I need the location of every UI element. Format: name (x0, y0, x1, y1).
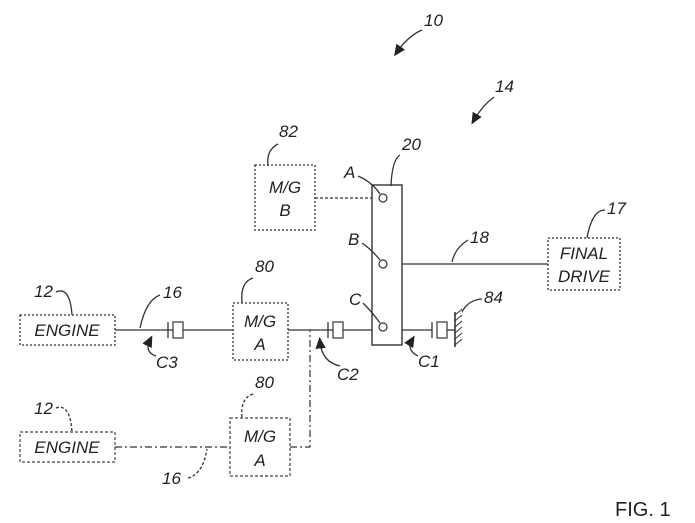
ref-18-label: 18 (470, 228, 489, 247)
ref-82-label: 82 (279, 122, 298, 141)
engine-top-box (19, 314, 116, 346)
mg-b-line1: M/G (269, 178, 301, 197)
ref-16-bottom-label: 16 (162, 469, 181, 488)
ref-16-bottom-leader (187, 448, 208, 479)
clutch-c2-arrow (315, 336, 341, 367)
node-b-label: B (348, 230, 359, 249)
ref-20-leader (390, 154, 401, 187)
ref-10-label: 10 (424, 11, 443, 30)
clutch-c2-plate-a (332, 321, 344, 339)
ref-18-leader (451, 239, 469, 263)
mg-b-line2: B (279, 201, 290, 220)
ref-80-bottom-label: 80 (255, 373, 274, 392)
mg-a-bottom-line2: A (253, 451, 265, 470)
node-b (378, 259, 388, 269)
node-a-label: A (343, 163, 355, 182)
clutch-c3-plate-a (172, 321, 184, 339)
node-a (378, 193, 388, 203)
ref-14-arrow (471, 96, 495, 125)
final-drive-line1: FINAL (560, 244, 608, 263)
ref-17-leader (586, 209, 606, 239)
ref-12-bottom-leader (55, 406, 73, 433)
engine-bottom-box (19, 431, 116, 463)
ref-12-top-label: 12 (34, 282, 53, 301)
mg-a-bottom-line1: M/G (244, 427, 276, 446)
ref-80-top-leader (241, 277, 254, 304)
ref-17-label: 17 (607, 199, 626, 218)
ref-12-top-leader (55, 290, 73, 316)
engine-top-label: ENGINE (34, 321, 100, 340)
ref-12-bottom-label: 12 (34, 399, 53, 418)
clutch-c3-label: C3 (156, 353, 178, 372)
node-c-leader (362, 302, 381, 324)
mg-a-bottom-box (229, 417, 291, 477)
ref-14-label: 14 (495, 77, 514, 96)
node-b-leader (361, 242, 381, 261)
clutch-c1-plate-b (436, 321, 448, 339)
final-drive-line2: DRIVE (558, 267, 611, 286)
engine-bottom-label: ENGINE (34, 438, 100, 457)
ref-84-leader (461, 298, 483, 313)
ref-82-leader (267, 143, 279, 167)
alternate-connection-mg-a-to-c2 (290, 330, 311, 448)
clutch-c3-arrow (142, 335, 157, 357)
node-c-label: C (349, 290, 362, 309)
mg-b-box (254, 164, 316, 231)
ground-symbol (454, 308, 463, 347)
ref-80-top-label: 80 (255, 257, 274, 276)
final-drive-box (547, 237, 621, 291)
mg-a-top-line2: A (253, 335, 265, 354)
clutch-c1-label: C1 (418, 352, 440, 371)
clutch-c2-label: C2 (337, 365, 359, 384)
ref-16-top-label: 16 (163, 283, 182, 302)
ref-20-label: 20 (401, 135, 421, 154)
ref-10-arrow (394, 29, 423, 57)
node-a-leader (357, 175, 381, 195)
clutch-c1-arrow (404, 335, 419, 357)
ref-80-bottom-leader (241, 393, 254, 419)
mg-a-top-line1: M/G (244, 312, 276, 331)
mg-a-top-box (232, 302, 289, 361)
node-c (378, 322, 388, 332)
ref-84-label: 84 (484, 288, 503, 307)
figure-label: FIG. 1 (615, 499, 671, 521)
ref-16-top-leader (139, 294, 161, 329)
